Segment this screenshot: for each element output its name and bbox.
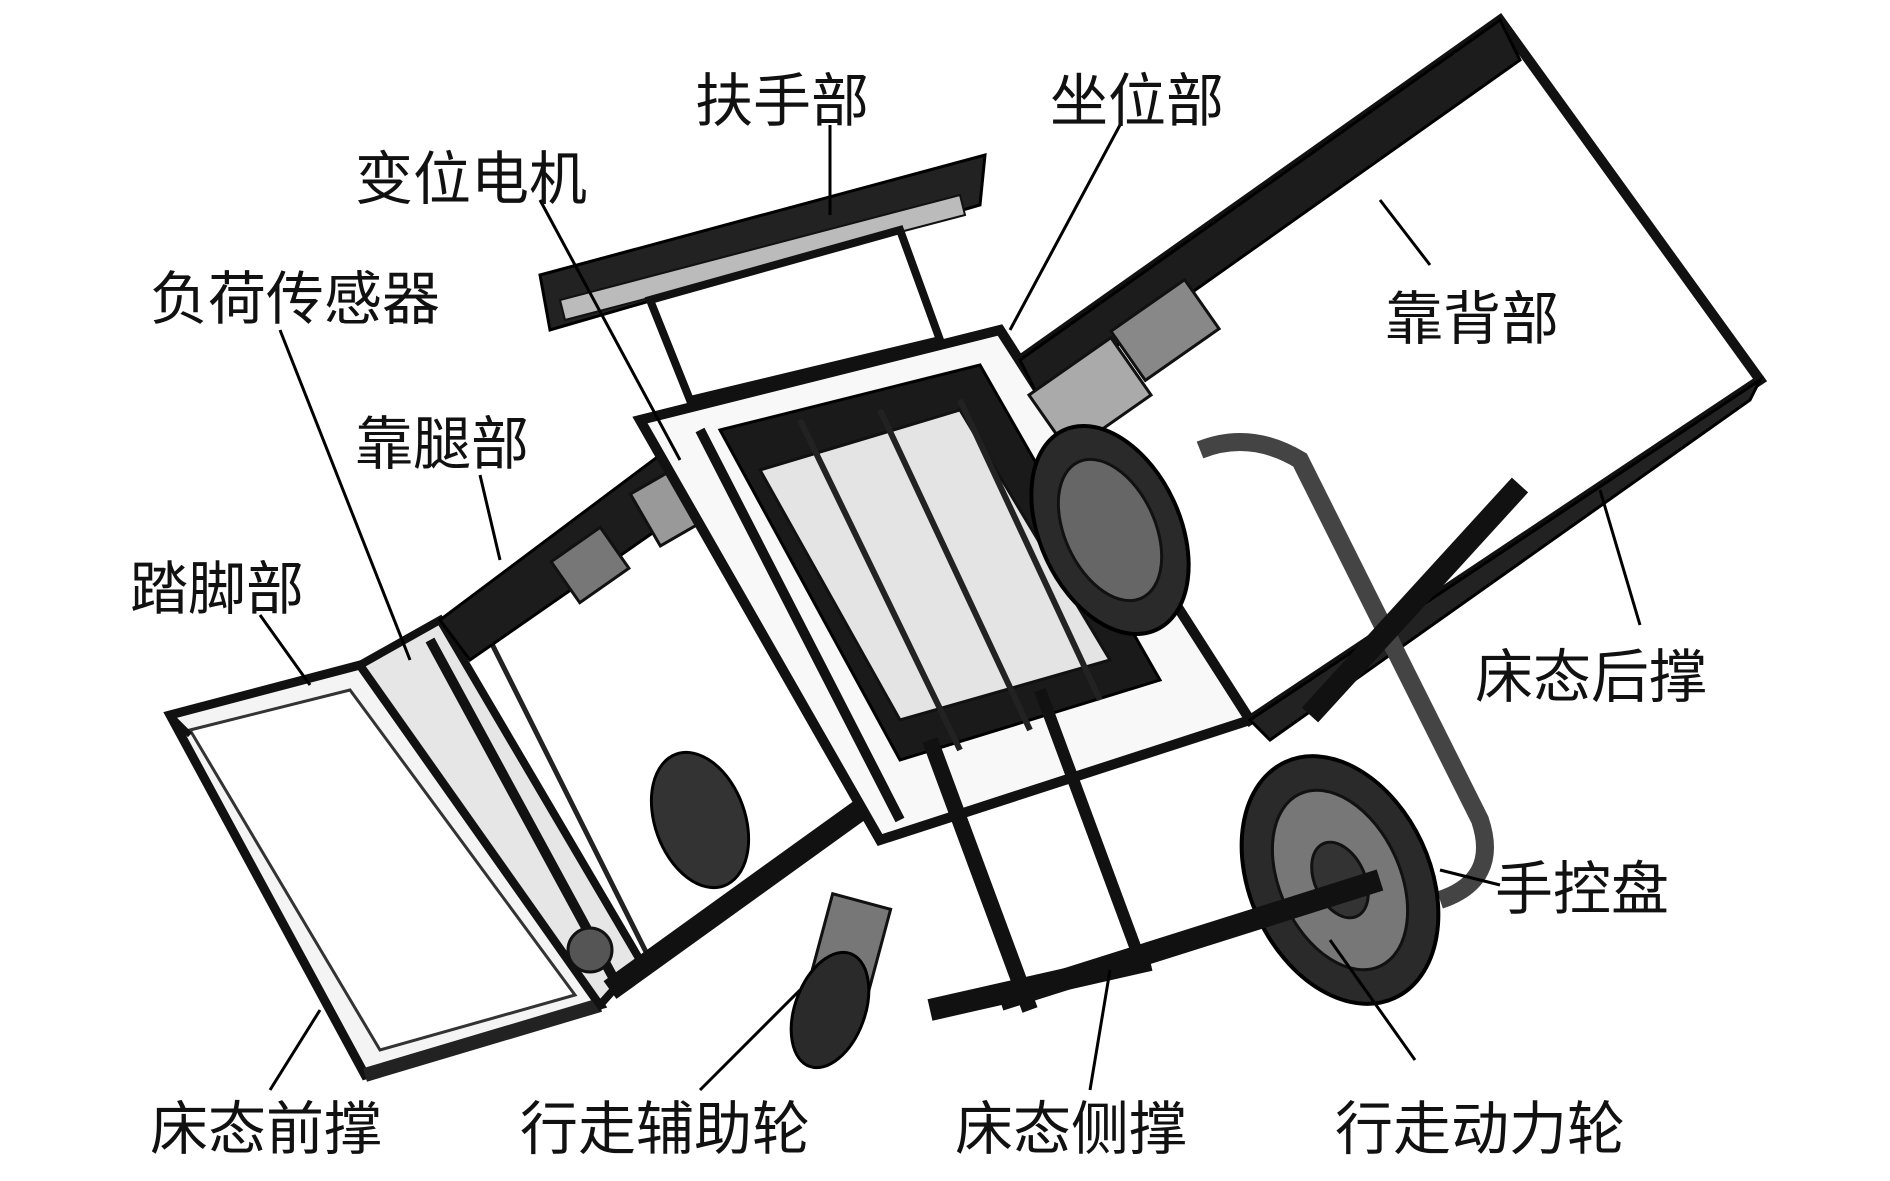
label-load-sensor: 负荷传感器 [150, 265, 441, 333]
label-aux-wheel: 行走辅助轮 [520, 1095, 811, 1163]
leader-drive-wheel [1328, 939, 1417, 1061]
seat-frame [632, 324, 1258, 1021]
leader-bed-rear-support [1598, 489, 1642, 626]
leader-load-sensor [278, 329, 412, 661]
auxiliary-wheel [649, 750, 893, 1070]
armrest [538, 152, 987, 405]
leader-leg-rest [478, 474, 502, 561]
label-hand-control: 手控盘 [1495, 855, 1670, 923]
label-bed-side-support: 床态侧撑 [955, 1095, 1188, 1163]
label-bed-front-support: 床态前撑 [150, 1095, 383, 1163]
label-armrest: 扶手部 [695, 67, 870, 135]
footrest-frame [163, 659, 608, 1082]
leader-seat [1008, 124, 1122, 331]
leader-hand-control [1439, 868, 1501, 887]
leader-motor [538, 199, 682, 461]
label-drive-wheel: 行走动力轮 [1335, 1095, 1626, 1163]
leader-aux-wheel [698, 988, 802, 1092]
leader-backrest [1378, 199, 1432, 266]
label-backrest: 靠背部 [1385, 285, 1560, 353]
leader-bed-side-support [1088, 969, 1112, 1091]
label-leg-rest: 靠腿部 [355, 410, 530, 478]
leader-bed-front-support [268, 1009, 322, 1091]
label-seat: 坐位部 [1050, 67, 1225, 135]
hand-control-bar [603, 477, 1529, 1011]
leader-footrest [258, 614, 312, 686]
label-footrest: 踏脚部 [130, 555, 305, 623]
drive-wheels [1029, 424, 1494, 1006]
leader-lines [258, 124, 1642, 1092]
label-bed-rear-support: 床态后撑 [1475, 643, 1708, 711]
label-motor: 变位电机 [355, 145, 588, 213]
leg-rest-frame [354, 451, 732, 1012]
